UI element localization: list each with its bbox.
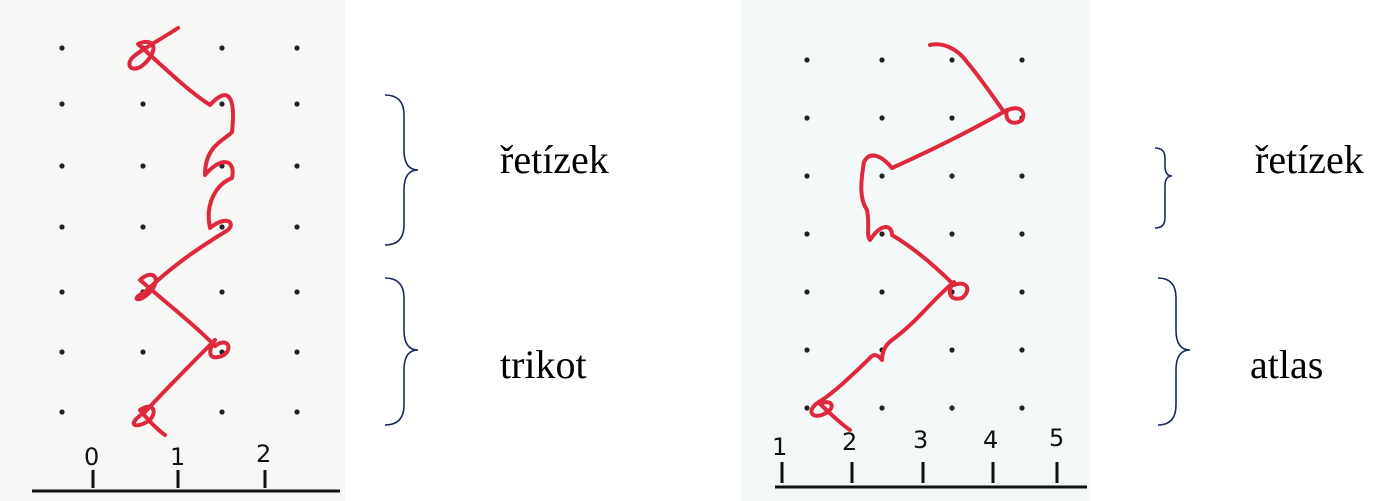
right-dot-r6-c1	[879, 405, 885, 411]
left-needle-number-2: 2	[256, 440, 271, 468]
right-dot-r4-c0	[804, 289, 810, 295]
left-dot-r0-c3	[294, 45, 300, 51]
right-needle-number-1: 1	[772, 433, 787, 461]
left-dot-r5-c3	[294, 349, 300, 355]
left-dot-r3-c2	[219, 224, 225, 230]
label-retizek-left: řetízek	[500, 137, 609, 182]
right-dot-r6-c2	[949, 405, 955, 411]
left-dot-r2-c3	[294, 163, 300, 169]
left-diagram-svg: 0 1 2	[32, 26, 340, 493]
left-dot-r4-c2	[219, 289, 225, 295]
right-lapping-diagram: 1 2 3 4 5	[742, 0, 1090, 501]
right-dot-r1-c0	[804, 115, 810, 121]
left-stitch-path	[127, 26, 235, 437]
left-dot-r2-c1	[140, 163, 146, 169]
left-dot-r3-c3	[294, 224, 300, 230]
right-dot-r6-c3	[1019, 405, 1025, 411]
right-bottom-brace	[1157, 277, 1191, 426]
right-dot-r4-c3	[1019, 289, 1025, 295]
left-needle-number-1: 1	[170, 443, 185, 471]
left-dot-r2-c0	[59, 163, 65, 169]
right-dot-r1-c1	[879, 115, 885, 121]
right-dot-r3-c0	[804, 231, 810, 237]
right-dot-r3-c1	[879, 231, 885, 237]
right-stitch-path	[809, 42, 1026, 432]
right-needle-number-4: 4	[983, 426, 998, 454]
right-dot-r2-c0	[804, 173, 810, 179]
left-dot-r4-c0	[59, 289, 65, 295]
right-dot-r0-c2	[949, 57, 955, 63]
left-dot-r1-c2	[219, 101, 225, 107]
left-dot-r1-c3	[294, 101, 300, 107]
left-lapping-diagram: 0 1 2	[0, 0, 345, 501]
right-dot-r0-c3	[1019, 57, 1025, 63]
right-dot-r3-c3	[1019, 231, 1025, 237]
right-dot-r1-c2	[949, 115, 955, 121]
right-dot-r0-c1	[879, 57, 885, 63]
right-needle-number-2: 2	[842, 428, 857, 456]
left-dot-r6-c0	[59, 409, 65, 415]
left-bottom-brace	[384, 277, 419, 426]
right-diagram-svg: 1 2 3 4 5	[772, 42, 1087, 489]
right-dot-grid	[804, 57, 1025, 411]
left-top-brace	[384, 94, 419, 246]
right-dot-r5-c0	[804, 347, 810, 353]
right-dot-r2-c1	[879, 173, 885, 179]
left-dot-r4-c3	[294, 289, 300, 295]
right-dot-r3-c2	[949, 231, 955, 237]
left-dot-r6-c3	[294, 409, 300, 415]
left-dot-r5-c1	[140, 349, 146, 355]
right-dot-r5-c3	[1019, 347, 1025, 353]
right-dot-r5-c2	[949, 347, 955, 353]
right-dot-r6-c0	[804, 405, 810, 411]
right-dot-r2-c2	[949, 173, 955, 179]
label-atlas: atlas	[1250, 342, 1324, 387]
label-trikot: trikot	[500, 342, 587, 387]
right-needle-number-5: 5	[1049, 424, 1064, 452]
left-dot-r3-c1	[140, 224, 146, 230]
left-dot-r1-c0	[59, 101, 65, 107]
left-dot-r6-c2	[219, 409, 225, 415]
left-dot-r1-c1	[140, 101, 146, 107]
left-dot-r0-c0	[59, 45, 65, 51]
left-dot-grid	[59, 45, 300, 415]
right-needle-number-3: 3	[913, 426, 928, 454]
right-dot-r2-c3	[1019, 173, 1025, 179]
label-retizek-right: řetízek	[1255, 137, 1364, 182]
left-dot-r3-c0	[59, 224, 65, 230]
left-needle-number-0: 0	[84, 443, 99, 471]
right-dot-r0-c0	[804, 57, 810, 63]
left-dot-r5-c0	[59, 349, 65, 355]
left-dot-r0-c2	[219, 45, 225, 51]
right-dot-r4-c1	[879, 289, 885, 295]
right-top-brace	[1154, 147, 1173, 229]
